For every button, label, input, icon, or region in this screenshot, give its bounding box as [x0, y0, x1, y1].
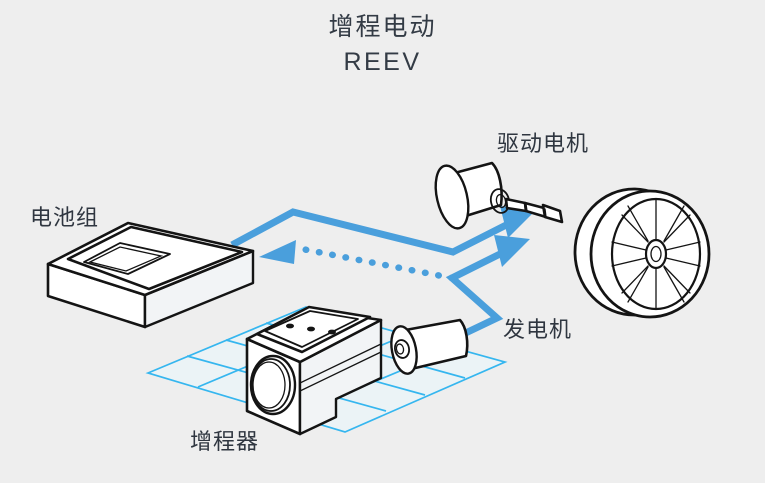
drive-shaft	[504, 197, 564, 224]
wheel	[573, 187, 711, 319]
range-extender-engine	[245, 305, 383, 436]
drive-motor	[434, 161, 511, 230]
battery-pack	[46, 221, 255, 329]
label-battery-pack: 电池组	[30, 205, 100, 230]
label-range-extender: 增程器	[190, 429, 260, 454]
flow-battery-to-motor	[230, 206, 536, 256]
title-en: REEV	[343, 48, 422, 77]
label-drive-motor: 驱动电机	[497, 131, 590, 156]
generator	[390, 318, 469, 375]
title-cn: 增程电动	[328, 13, 437, 41]
flow-generator-to-battery	[259, 240, 456, 282]
page-title: 增程电动 REEV	[0, 12, 765, 79]
label-generator: 发电机	[503, 317, 573, 342]
